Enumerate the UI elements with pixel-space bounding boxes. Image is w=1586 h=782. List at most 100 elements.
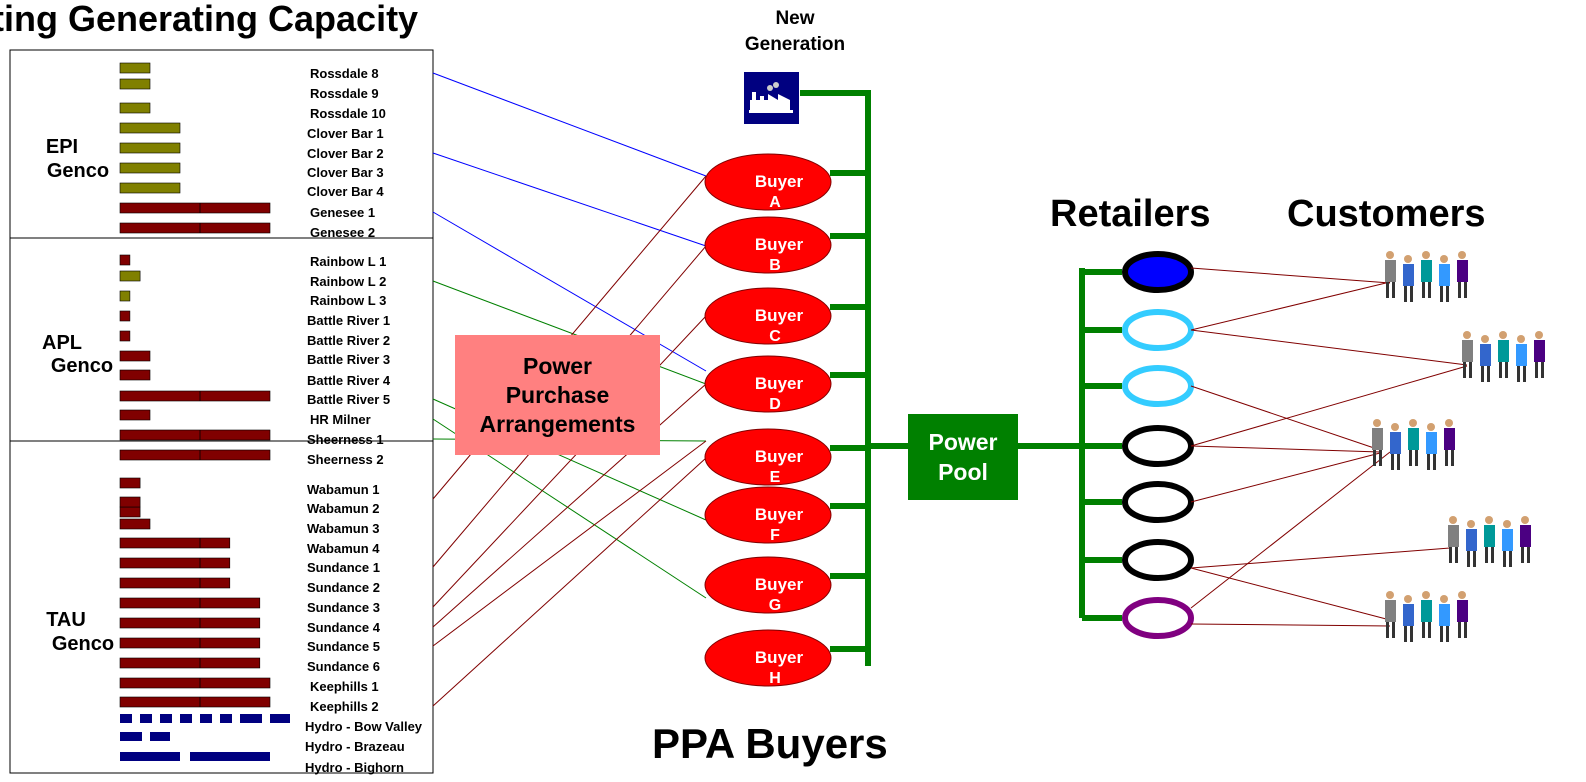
ppa-link: [432, 152, 707, 247]
unit-label: Clover Bar 2: [307, 146, 384, 161]
people-group-icon: [1385, 591, 1468, 642]
buyer-ellipse: [704, 287, 832, 345]
people-group-icon: [1385, 251, 1468, 302]
power-pool-label-2: Pool: [938, 459, 988, 485]
apl-genco-label-2: Genco: [51, 355, 113, 377]
people-group-icon: [1462, 331, 1545, 382]
retailers: [1082, 251, 1194, 639]
buyer-label: Buyer: [755, 235, 804, 254]
unit-label: Hydro - Bow Valley: [305, 719, 423, 734]
unit-label: Sundance 1: [307, 560, 380, 575]
unit-label: Sheerness 1: [307, 432, 384, 447]
hydro-bar: [140, 714, 152, 723]
buyer-ellipse: [704, 556, 832, 614]
capacity-bar: [119, 617, 261, 629]
retailer-ring: [1122, 481, 1194, 523]
buyer-ellipse: [704, 486, 832, 544]
buyer-label: Buyer: [755, 648, 804, 667]
buyer-letter: C: [769, 328, 781, 345]
unit-label: Wabamun 2: [307, 501, 379, 516]
capacity-bar: [119, 350, 151, 362]
ppa-link: [432, 211, 707, 372]
hydro-bar: [150, 732, 170, 741]
unit-label: Battle River 2: [307, 333, 390, 348]
unit-label: Genesee 1: [310, 205, 375, 220]
power-purchase-arrangements-box: Power Purchase Arrangements: [455, 335, 660, 455]
unit-label: Genesee 2: [310, 225, 375, 240]
unit-label: Rossdale 9: [310, 86, 379, 101]
power-pool-box: Power Pool: [908, 414, 1018, 500]
unit-label: Battle River 5: [307, 392, 390, 407]
retail-link: [1190, 445, 1381, 453]
factory-icon: [744, 72, 799, 124]
people-group-icon: [1448, 516, 1531, 567]
unit-label: Clover Bar 3: [307, 165, 384, 180]
new-generation-label: New Generation: [740, 6, 850, 58]
ppa-label-3: Arrangements: [479, 410, 636, 437]
retailer-ring: [1122, 365, 1194, 407]
retail-link: [1190, 329, 1468, 366]
unit-label: Sundance 4: [307, 620, 381, 635]
capacity-bar: [119, 496, 141, 508]
buyer-label: Buyer: [755, 374, 804, 393]
capacity-bar: [119, 518, 151, 530]
capacity-bar: [119, 506, 141, 518]
ppa-link: [432, 383, 707, 628]
buyer-label: Buyer: [755, 447, 804, 466]
buyer-ellipse: [704, 355, 832, 413]
power-pool-label-1: Power: [928, 429, 998, 455]
buyer-label: Buyer: [755, 505, 804, 524]
hydro-bar: [160, 714, 172, 723]
hydro-bar: [180, 714, 192, 723]
retail-link: [1190, 567, 1391, 621]
hydro-bar: [120, 752, 180, 761]
ppa-link: [432, 457, 707, 707]
unit-label: Rossdale 10: [310, 106, 386, 121]
ppa-link: [432, 315, 707, 608]
hydro-bar: [240, 714, 262, 723]
unit-label: Hydro - Brazeau: [305, 739, 405, 754]
unit-label: Keephills 2: [310, 699, 379, 714]
tau-genco-label-1: TAU: [46, 609, 86, 631]
ppa-label-1: Power: [522, 352, 593, 379]
epi-genco-label-1: EPI: [46, 136, 78, 158]
retailer-ring: [1122, 251, 1194, 293]
unit-label: Sundance 3: [307, 600, 380, 615]
capacity-bar: [119, 202, 271, 214]
retailers-heading: Retailers: [1050, 193, 1211, 235]
unit-label: Rainbow L 1: [310, 254, 386, 269]
retail-link: [1190, 365, 1468, 447]
capacity-bar: [119, 162, 181, 174]
customer-links: [1190, 267, 1468, 627]
capacity-bar: [119, 696, 271, 708]
ppa-buyers-heading: PPA Buyers: [652, 720, 888, 767]
capacity-bar: [119, 122, 181, 134]
capacity-bar: [119, 182, 181, 194]
apl-genco-label-1: APL: [42, 332, 82, 354]
buyer-ellipse: [704, 216, 832, 274]
retail-link: [1190, 623, 1391, 627]
ppa-link: [432, 72, 707, 177]
retail-link: [1190, 452, 1381, 503]
capacity-bars: [119, 62, 290, 761]
buyer-letter: G: [769, 597, 781, 614]
buyer-ellipse: [704, 153, 832, 211]
capacity-bar: [119, 557, 231, 569]
capacity-bar: [119, 477, 141, 489]
unit-label: Battle River 1: [307, 313, 390, 328]
capacity-bar: [119, 254, 131, 266]
buyers: BuyerABuyerBBuyerCBuyerDBuyerEBuyerFBuye…: [704, 153, 868, 687]
retail-link: [1190, 451, 1391, 609]
capacity-bar: [119, 330, 131, 342]
buyer-label: Buyer: [755, 172, 804, 191]
capacity-bar: [119, 657, 261, 669]
buyer-label: Buyer: [755, 575, 804, 594]
hydro-bar: [220, 714, 232, 723]
customers-heading: Customers: [1287, 193, 1486, 235]
hydro-bar: [120, 732, 142, 741]
buyer-letter: F: [770, 527, 780, 544]
buyer-letter: A: [769, 194, 781, 211]
retailer-ring: [1122, 539, 1194, 581]
unit-label: Wabamun 3: [307, 521, 379, 536]
